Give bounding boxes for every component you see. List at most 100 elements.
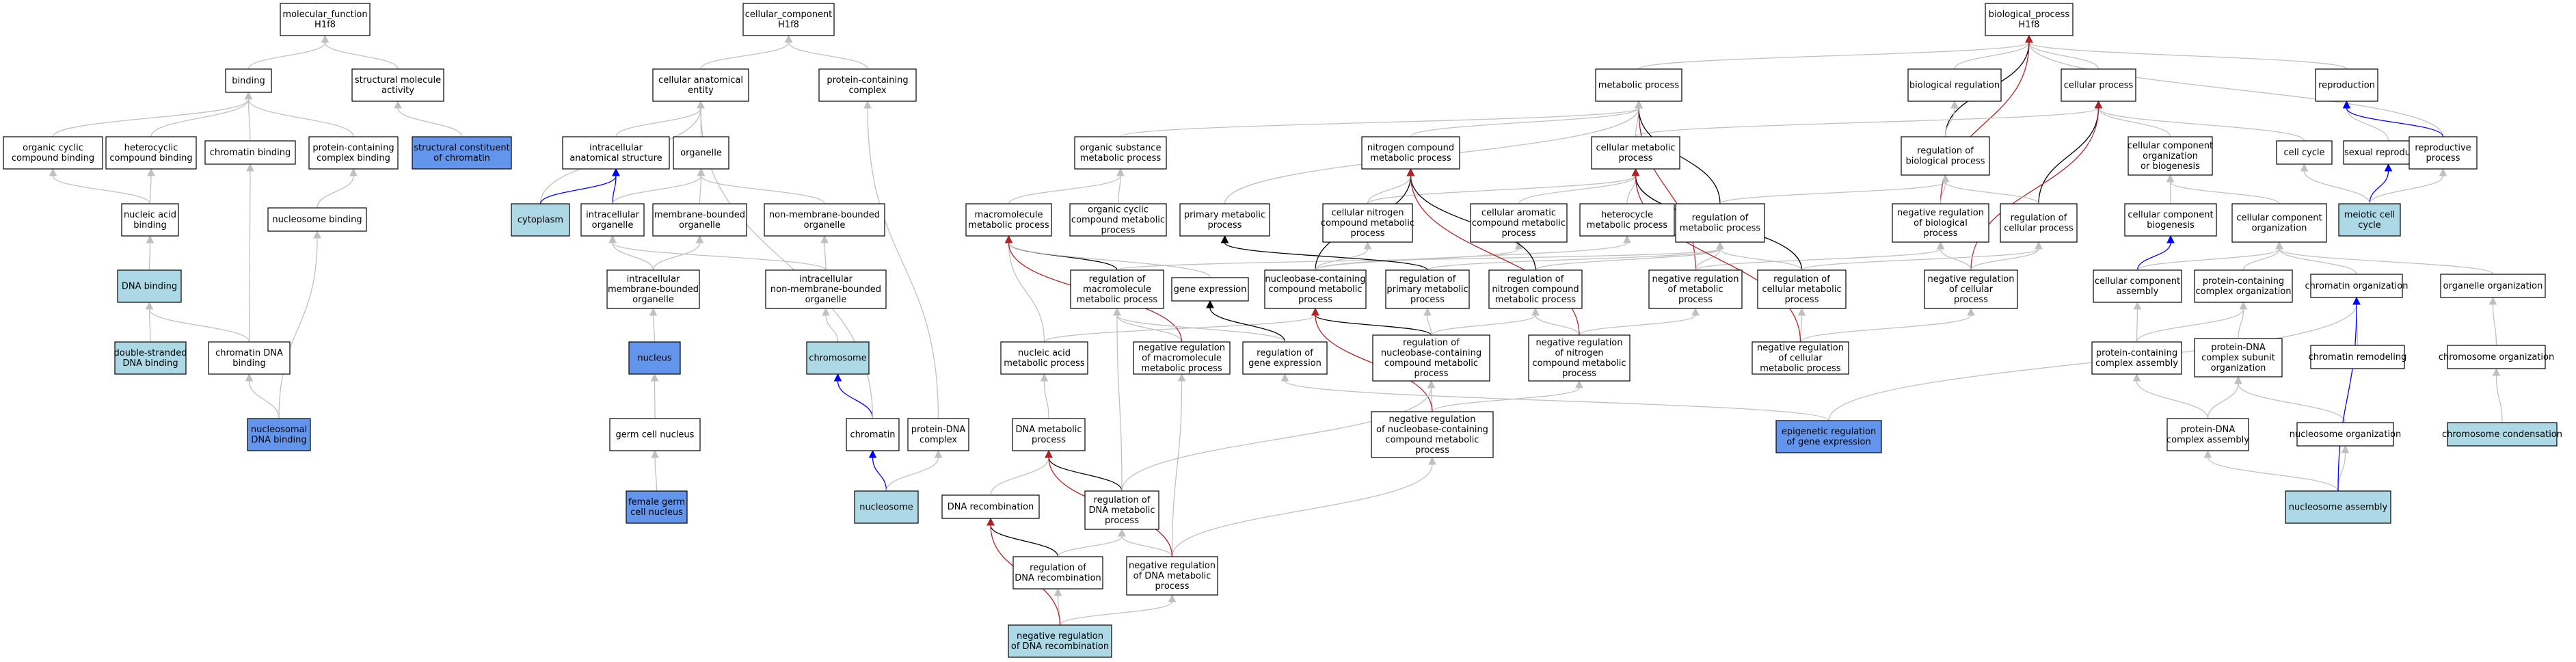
go-term-node-chrb[interactable]: chromatin binding (204, 140, 296, 165)
node-box[interactable] (2296, 422, 2394, 447)
node-box[interactable] (2310, 345, 2405, 369)
go-term-node-gcn[interactable]: germ cell nucleus (609, 418, 701, 451)
node-box[interactable] (121, 203, 179, 237)
node-box[interactable] (2440, 274, 2546, 298)
node-box[interactable] (2276, 140, 2333, 165)
node-box[interactable] (1264, 269, 1367, 309)
node-box[interactable] (2285, 490, 2391, 524)
go-term-node-binding[interactable]: binding (225, 68, 272, 93)
node-box[interactable] (117, 269, 182, 303)
node-box[interactable] (1595, 68, 1682, 102)
node-box[interactable] (846, 418, 900, 451)
node-box[interactable] (204, 140, 296, 165)
node-box[interactable] (1591, 136, 1680, 170)
go-term-node-chromosome[interactable]: chromosome (806, 341, 870, 375)
node-box[interactable] (1012, 418, 1086, 451)
node-box[interactable] (3, 136, 103, 170)
node-box[interactable] (1985, 3, 2074, 36)
go-term-node-nucorg[interactable]: nucleosome organization (2290, 422, 2402, 447)
node-box[interactable] (2093, 269, 2182, 303)
node-box[interactable] (2194, 338, 2283, 378)
node-box[interactable] (412, 136, 512, 170)
node-box[interactable] (2061, 68, 2136, 102)
go-term-node-rnbcmp[interactable]: regulation ofnucleobase-containingcompou… (1372, 334, 1490, 382)
go-term-node-orgorg[interactable]: organelle organization (2440, 274, 2546, 298)
node-box[interactable] (225, 68, 272, 93)
node-box[interactable] (2409, 136, 2478, 170)
go-term-node-chrorg[interactable]: chromatin organization (2305, 274, 2409, 298)
node-box[interactable] (2338, 203, 2401, 237)
node-box[interactable] (2231, 203, 2327, 243)
node-box[interactable] (764, 203, 885, 237)
node-box[interactable] (1488, 269, 1583, 309)
node-box[interactable] (2315, 68, 2378, 102)
go-term-node-chrremod[interactable]: chromatin remodeling (2309, 345, 2407, 369)
node-box[interactable] (626, 490, 688, 524)
node-box[interactable] (742, 3, 835, 36)
go-term-node-cellp[interactable]: cellular process (2061, 68, 2136, 102)
node-box[interactable] (1372, 334, 1490, 382)
node-box[interactable] (1242, 341, 1328, 375)
node-box[interactable] (280, 3, 371, 36)
go-term-node-nucleosome[interactable]: nucleosome (854, 490, 919, 524)
node-box[interactable] (1361, 136, 1460, 170)
node-box[interactable] (806, 341, 870, 375)
node-box[interactable] (2091, 341, 2182, 375)
node-box[interactable] (1126, 556, 1218, 596)
node-box[interactable] (2447, 422, 2558, 447)
node-box[interactable] (1322, 203, 1413, 243)
node-box[interactable] (114, 341, 187, 375)
node-box[interactable] (1775, 420, 1882, 453)
node-box[interactable] (628, 341, 681, 375)
node-box[interactable] (2447, 345, 2546, 369)
go-term-node-cyto[interactable]: cytoplasm (511, 203, 570, 237)
go-term-node-gexp[interactable]: gene expression (1171, 277, 1249, 302)
node-box[interactable] (351, 68, 444, 102)
node-box[interactable] (1074, 136, 1167, 170)
node-box[interactable] (1171, 277, 1249, 302)
node-box[interactable] (2124, 203, 2217, 237)
node-box[interactable] (652, 203, 747, 237)
node-box[interactable] (1000, 341, 1088, 375)
node-box[interactable] (105, 136, 197, 170)
go-term-node-repro[interactable]: reproduction (2315, 68, 2378, 102)
node-box[interactable] (511, 203, 570, 237)
node-box[interactable] (208, 341, 291, 375)
node-box[interactable] (1084, 490, 1159, 530)
